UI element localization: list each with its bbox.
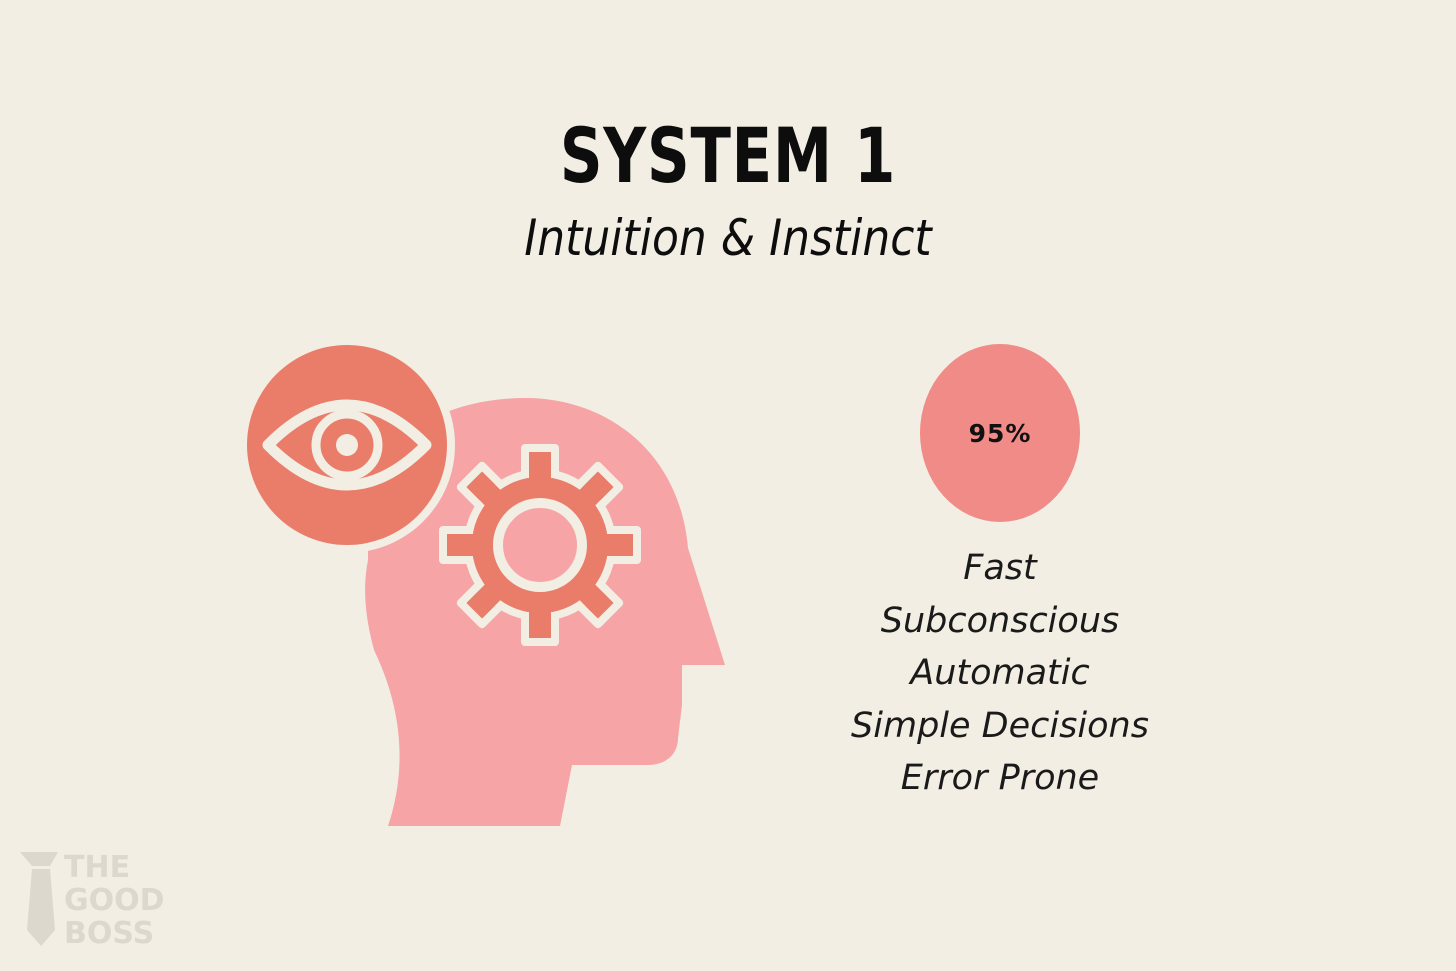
trait-item: Error Prone: [900, 758, 1100, 798]
trait-item: Automatic: [910, 653, 1090, 693]
stat-percentage: 95%: [968, 418, 1032, 448]
logo-text-line: THE: [64, 850, 130, 885]
traits-list: Fast Subconscious Automatic Simple Decis…: [800, 542, 1200, 805]
trait-item: Simple Decisions: [851, 705, 1149, 746]
mind-illustration: [240, 340, 725, 826]
eye-icon: [240, 340, 455, 553]
page-subtitle: Intuition & Instinct: [524, 209, 932, 267]
logo-text-line: GOOD: [64, 883, 165, 918]
page-title: SYSTEM 1: [559, 111, 897, 200]
trait-item: Subconscious: [880, 600, 1120, 641]
gear-icon: [439, 444, 641, 646]
logo-text-line: BOSS: [64, 916, 154, 948]
stat-circle: 95%: [920, 344, 1080, 522]
the-good-boss-logo: THE GOOD BOSS: [20, 850, 165, 948]
necktie-icon: [20, 852, 58, 946]
trait-item: Fast: [963, 548, 1037, 588]
